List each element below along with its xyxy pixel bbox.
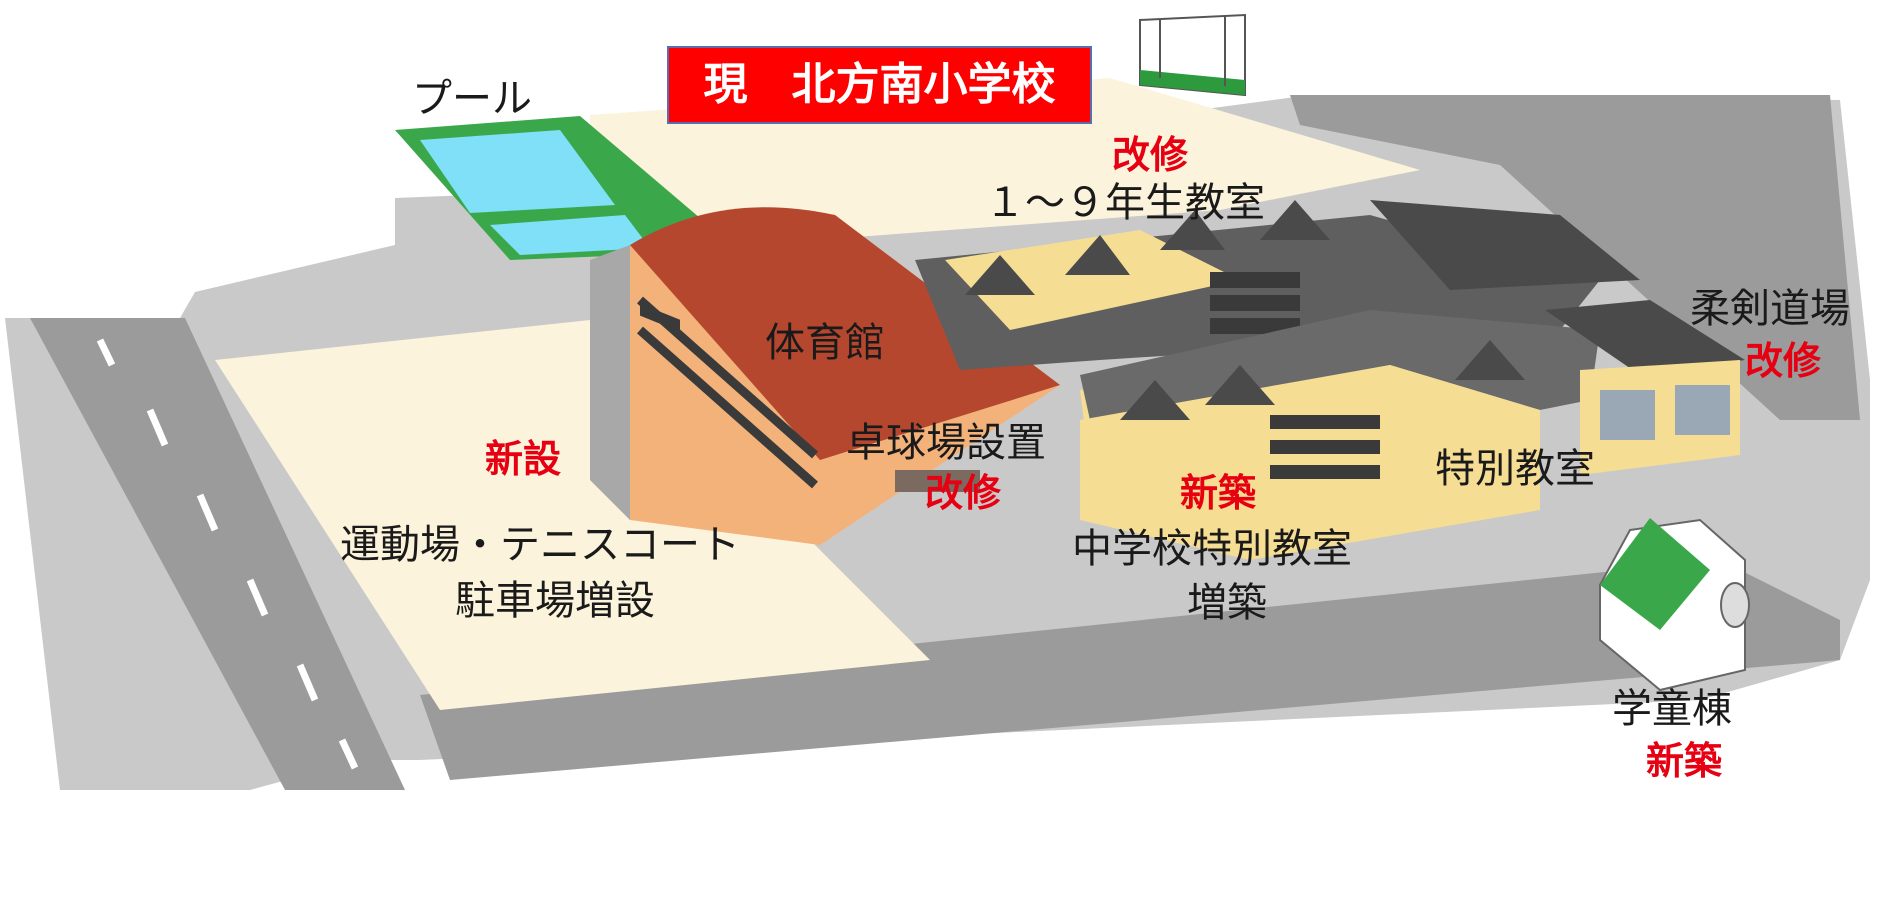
special-rooms-label: 特別教室	[1435, 446, 1595, 492]
jhs-special-label-line2: 増築	[1187, 580, 1267, 626]
road-left	[30, 318, 405, 790]
jhs-special-status: 新築	[1180, 471, 1257, 515]
pool-water-main	[420, 130, 615, 213]
ground-label-line2: 駐車場増設	[455, 578, 655, 624]
pool-label: プール	[412, 76, 532, 122]
sports-ground	[215, 320, 930, 710]
special-classroom-building	[1080, 310, 1600, 560]
budo-hall	[1545, 300, 1745, 475]
table-tennis-label: 卓球場設置	[846, 420, 1046, 466]
page-title: 現 北方南小学校	[667, 46, 1092, 124]
jhs-special-label-line1: 中学校特別教室	[1072, 526, 1352, 572]
budo-status: 改修	[1745, 339, 1822, 383]
classrooms-status: 改修	[1112, 133, 1189, 177]
gakudo-label: 学童棟	[1612, 686, 1732, 732]
lane-markings	[96, 338, 359, 770]
road-bottom	[420, 560, 1840, 780]
ground-status: 新設	[485, 437, 562, 481]
gym-status: 改修	[925, 471, 1002, 515]
budo-label: 柔剣道場	[1690, 286, 1850, 332]
gakudo-status: 新築	[1646, 739, 1723, 783]
gym-building	[590, 207, 1060, 545]
gym-label: 体育館	[765, 320, 885, 366]
road-right	[1290, 95, 1860, 420]
pool-water-small	[490, 215, 650, 255]
classrooms-label: １～９年生教室	[985, 180, 1265, 226]
ground-label-line1: 運動場・テニスコート	[340, 522, 740, 568]
gakudo-building	[1599, 518, 1750, 692]
backstop-net	[1139, 13, 1246, 97]
